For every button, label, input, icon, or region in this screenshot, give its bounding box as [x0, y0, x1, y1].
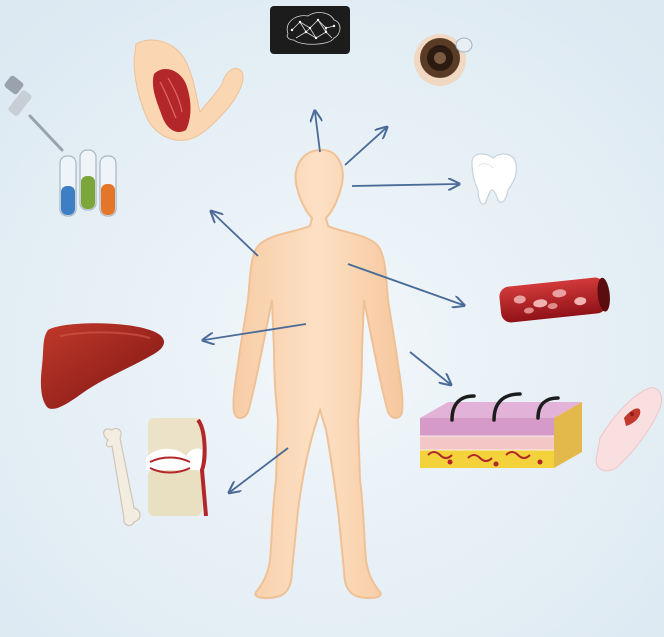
- tube-orange: [100, 156, 116, 216]
- tube-blue: [60, 156, 76, 216]
- knee-joint: [146, 418, 206, 516]
- tube-green: [80, 150, 96, 210]
- skin-icon: [420, 394, 582, 468]
- brain-icon: [270, 6, 350, 54]
